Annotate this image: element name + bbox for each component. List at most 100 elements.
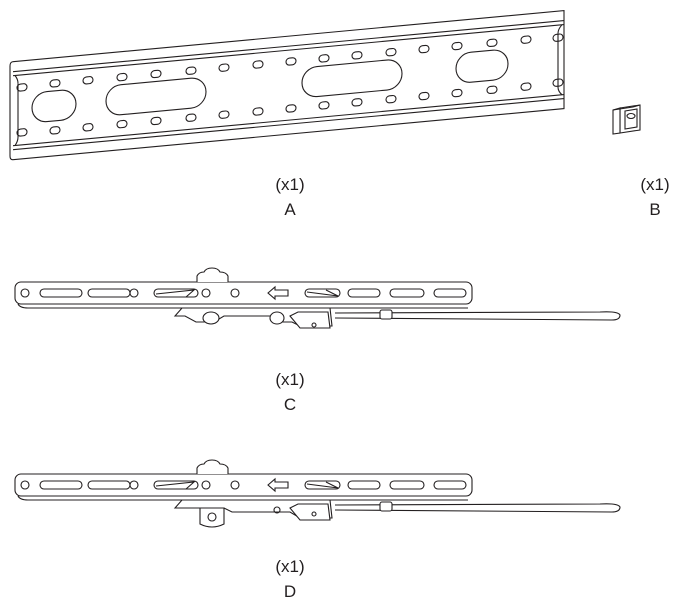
- arrow-left-icon: [267, 285, 289, 301]
- knob-screw: [207, 512, 217, 522]
- mounting-hole: [552, 78, 564, 87]
- screw-icon: [201, 288, 211, 298]
- latch-bracket: [173, 499, 333, 519]
- part-d-label: D: [283, 582, 297, 601]
- arm-bar: [14, 473, 473, 497]
- mounting-hole: [385, 47, 397, 57]
- cord-housing: [289, 311, 331, 329]
- housing-screw: [311, 322, 317, 328]
- mounting-hole: [451, 88, 463, 98]
- mounting-hole: [418, 44, 430, 54]
- arm-slot: [87, 480, 131, 490]
- level-top: [612, 104, 641, 111]
- arm-slot: [389, 288, 425, 298]
- mounting-slot: [301, 59, 403, 98]
- mounting-hole: [150, 116, 162, 126]
- mounting-hole: [218, 63, 230, 72]
- mounting-hole: [150, 69, 162, 79]
- mounting-hole: [185, 66, 197, 75]
- mounting-slot: [455, 49, 509, 83]
- lock-spring: [155, 481, 339, 490]
- housing-screw: [311, 511, 317, 517]
- arm-slot: [304, 480, 341, 490]
- mounting-slot: [31, 89, 77, 123]
- mounting-hole: [285, 57, 297, 66]
- top-knob: [196, 267, 229, 282]
- arm-slot: [389, 480, 425, 490]
- mounting-hole: [451, 41, 463, 51]
- cord-clip: [379, 501, 393, 512]
- mounting-hole: [285, 104, 297, 113]
- arm-slot: [39, 480, 83, 490]
- latch-roller: [202, 311, 220, 325]
- top-knob: [196, 459, 229, 474]
- mounting-hole: [318, 101, 330, 110]
- arm-slot: [304, 288, 341, 298]
- arm-slot: [39, 288, 83, 298]
- bubble-level-b: [612, 104, 641, 135]
- wall-plate-outline: [9, 10, 565, 161]
- mounting-hole: [252, 60, 264, 69]
- wall-plate-top-flange: [13, 20, 564, 84]
- mounting-hole: [318, 54, 330, 63]
- mounting-hole: [486, 38, 498, 47]
- mounting-hole: [82, 76, 94, 85]
- arrow-left-icon: [267, 477, 289, 493]
- mounting-hole: [385, 94, 397, 104]
- arm-slot: [153, 480, 199, 490]
- mounting-hole: [116, 119, 128, 129]
- lock-spring: [155, 289, 339, 298]
- level-window: [624, 108, 638, 130]
- part-a-label: A: [284, 200, 296, 219]
- mounting-hole: [486, 85, 498, 94]
- part-c-label: C: [283, 395, 297, 414]
- mounting-hole: [552, 33, 564, 42]
- mounting-hole: [82, 123, 94, 132]
- adjust-knob: [199, 507, 225, 528]
- mounting-hole: [116, 72, 128, 82]
- screw-icon: [201, 480, 211, 490]
- cord-housing: [289, 503, 331, 521]
- round-hole: [230, 288, 240, 298]
- cord-clip: [379, 309, 393, 320]
- mounting-hole: [185, 113, 197, 122]
- round-hole: [20, 288, 30, 298]
- arm-slot: [347, 480, 381, 490]
- arm-slot: [433, 480, 467, 490]
- mounting-arm-d: [14, 459, 621, 528]
- release-cord: [334, 311, 621, 321]
- level-bubble: [626, 112, 636, 120]
- arm-slot: [433, 288, 467, 298]
- mounting-hole: [49, 79, 61, 88]
- part-b-label: B: [649, 200, 661, 219]
- arm-slot: [347, 288, 381, 298]
- mounting-hole: [520, 35, 532, 44]
- mounting-hole: [252, 107, 264, 116]
- arm-bar-edge: [17, 303, 468, 309]
- arm-slot: [153, 288, 199, 298]
- part-d-quantity: (x1): [275, 557, 305, 576]
- arm-bar-edge: [17, 495, 468, 501]
- mounting-slot: [105, 77, 207, 116]
- part-a-quantity: (x1): [275, 175, 305, 194]
- part-b-quantity: (x1): [640, 175, 670, 194]
- round-hole: [230, 480, 240, 490]
- level-side: [612, 107, 621, 135]
- release-cord: [334, 503, 621, 513]
- round-hole: [20, 480, 30, 490]
- wall-plate-bottom-flange: [13, 33, 564, 151]
- mounting-hole: [16, 83, 28, 92]
- mounting-hole: [218, 110, 230, 119]
- mounting-hole: [351, 51, 363, 60]
- arm-slot: [87, 288, 131, 298]
- latch-roller: [269, 311, 285, 325]
- mounting-arm-c: [14, 267, 621, 329]
- mounting-hole: [16, 128, 28, 137]
- mounting-hole: [418, 91, 430, 101]
- mounting-hole: [520, 82, 532, 91]
- small-screw: [273, 506, 281, 514]
- arm-bar: [14, 281, 473, 305]
- mounting-hole: [351, 98, 363, 107]
- part-c-quantity: (x1): [275, 370, 305, 389]
